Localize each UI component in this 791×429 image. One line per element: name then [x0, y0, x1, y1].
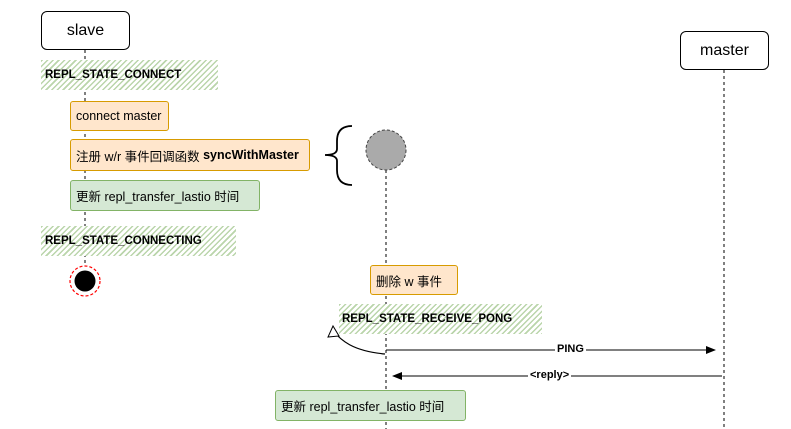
state-connecting: REPL_STATE_CONNECTING [41, 226, 236, 256]
curly-brace [324, 125, 353, 186]
slave-participant: slave [41, 11, 130, 50]
register-handler-text: 注册 w/r 事件回调函数 [76, 149, 204, 164]
connect-master-text: connect master [76, 109, 162, 123]
state-receive-pong-label: REPL_STATE_RECEIVE_PONG [342, 313, 513, 325]
stop-marker-ring [69, 265, 101, 297]
ping-label: PING [555, 343, 586, 355]
update-lastio-box-2: 更新 repl_transfer_lastio 时间 [275, 390, 466, 421]
state-connect: REPL_STATE_CONNECT [41, 60, 218, 90]
reply-label: <reply> [528, 369, 572, 381]
master-label: master [700, 41, 749, 59]
slave-label: slave [66, 21, 105, 39]
stop-marker [74, 270, 96, 292]
register-handler-box: 注册 w/r 事件回调函数 syncWithMaster [70, 139, 310, 171]
state-transition-arrow [332, 330, 386, 355]
register-handler-func: syncWithMaster [203, 148, 299, 162]
delete-w-event-box: 删除 w 事件 [370, 265, 458, 295]
update-lastio-text-1: 更新 repl_transfer_lastio 时间 [76, 190, 240, 204]
state-receive-pong: REPL_STATE_RECEIVE_PONG [339, 304, 542, 334]
update-lastio-text-2: 更新 repl_transfer_lastio 时间 [281, 400, 445, 414]
delete-w-event-text: 删除 w 事件 [376, 274, 442, 289]
connect-master-box: connect master [70, 101, 169, 131]
master-participant: master [680, 31, 769, 70]
state-connect-label: REPL_STATE_CONNECT [45, 69, 182, 81]
event-circle [365, 129, 407, 171]
state-connecting-label: REPL_STATE_CONNECTING [45, 235, 202, 247]
update-lastio-box-1: 更新 repl_transfer_lastio 时间 [70, 180, 260, 211]
